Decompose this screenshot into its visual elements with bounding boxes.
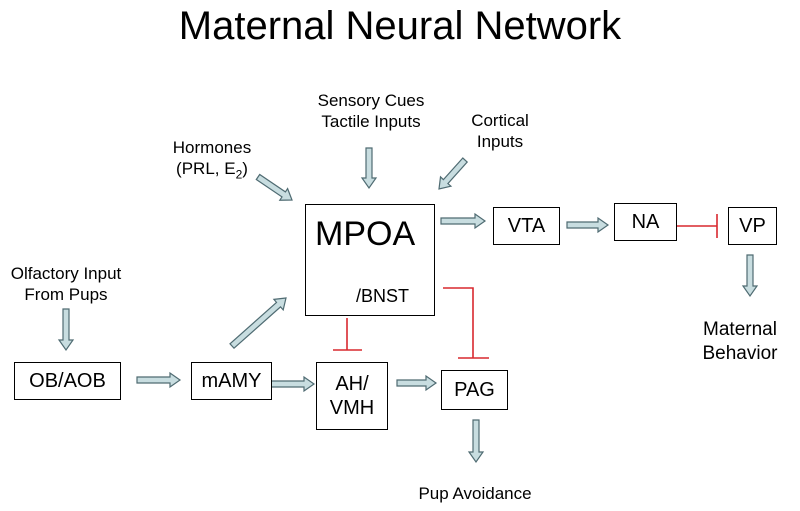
arrow-ob-to-mamy [136, 371, 182, 389]
bnst-label: /BNST [356, 286, 410, 306]
arrow-cortical-to-mpoa [438, 157, 469, 190]
mpoa-bnst-box: MPOA /BNST [305, 204, 435, 316]
pag-box: PAG [441, 370, 508, 410]
mamy-label: mAMY [201, 370, 262, 392]
cortical-inputs-label: Cortical Inputs [471, 111, 529, 151]
diagram-title: Maternal Neural Network [178, 4, 622, 48]
vp-box: VP [728, 207, 777, 245]
olfactory-input-label: Olfactory Input From Pups [10, 264, 122, 304]
vta-box: VTA [493, 207, 560, 245]
arrow-group [57, 147, 759, 464]
arrow-mamy-to-mpoa [229, 297, 287, 350]
arrow-sensory-to-mpoa [360, 147, 378, 190]
arrow-pag-to-avoidance [467, 419, 485, 464]
hormones-label: Hormones (PRL, E2) [152, 137, 272, 185]
arrow-vta-to-na [566, 216, 610, 234]
arrow-mpoa-to-vta [440, 212, 487, 230]
pag-label: PAG [454, 379, 495, 401]
maternal-behavior-label: Maternal Behavior [702, 319, 778, 364]
ob-aob-box: OB/AOB [14, 362, 121, 400]
pup-avoidance-label: Pup Avoidance [418, 484, 532, 503]
ob-aob-label: OB/AOB [29, 370, 106, 392]
arrow-hormones-to-mpoa [255, 173, 293, 201]
arrow-olfactory-to-ob [57, 308, 75, 352]
arrow-ah-to-pag [396, 374, 438, 392]
vmh-label: VMH [329, 397, 375, 419]
mamy-box: mAMY [191, 362, 272, 400]
na-label: NA [631, 211, 660, 233]
vp-label: VP [739, 215, 766, 237]
mpoa-label: MPOA [315, 215, 416, 253]
arrow-mamy-to-ah [270, 375, 316, 393]
sensory-cues-label: Sensory Cues Tactile Inputs [317, 91, 425, 131]
hormones-subtext: (PRL, E2) [176, 159, 248, 182]
vta-label: VTA [507, 215, 546, 237]
arrow-vp-to-behavior [741, 254, 759, 298]
inhibit-bnst-pag [443, 287, 474, 358]
inhibition-group [333, 214, 718, 359]
ah-vmh-box: AH/ VMH [316, 362, 388, 430]
ah-label: AH/ [335, 373, 369, 395]
na-box: NA [614, 203, 677, 241]
